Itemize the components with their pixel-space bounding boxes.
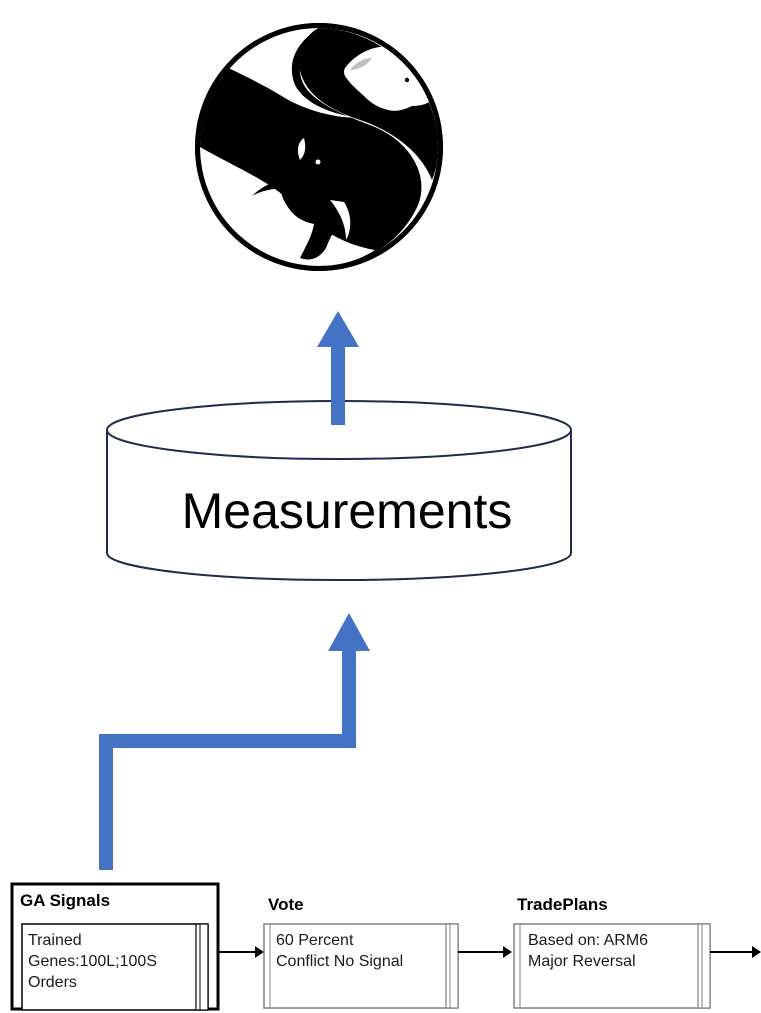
- bear-bull-yin-yang-icon: [195, 23, 443, 271]
- node-line: Based on: ARM6: [528, 932, 648, 949]
- measurements-database: Measurements: [106, 400, 572, 581]
- node-line: Genes:100L;100S: [28, 953, 157, 970]
- node-line: Orders: [28, 974, 77, 991]
- connector-arrow-out: [710, 946, 761, 958]
- node-line: 60 Percent: [276, 932, 354, 949]
- node-line: Conflict No Signal: [276, 953, 403, 970]
- node-title: GA Signals: [20, 891, 110, 910]
- node-line: Trained: [28, 932, 82, 949]
- node-vote[interactable]: Vote 60 Percent Conflict No Signal: [263, 895, 459, 1009]
- connector-arrow: [218, 946, 264, 958]
- node-title: Vote: [268, 895, 304, 914]
- node-title: TradePlans: [517, 895, 608, 914]
- node-ga-signals[interactable]: GA Signals Trained Genes:100L;100S Order…: [10, 882, 220, 1011]
- connector-arrow: [458, 946, 512, 958]
- arrow-to-database: [99, 613, 370, 870]
- node-line: Major Reversal: [528, 953, 636, 970]
- database-label: Measurements: [182, 483, 513, 539]
- node-tradeplans[interactable]: TradePlans Based on: ARM6 Major Reversal: [513, 895, 711, 1009]
- arrow-shaft-overlay: [331, 380, 345, 425]
